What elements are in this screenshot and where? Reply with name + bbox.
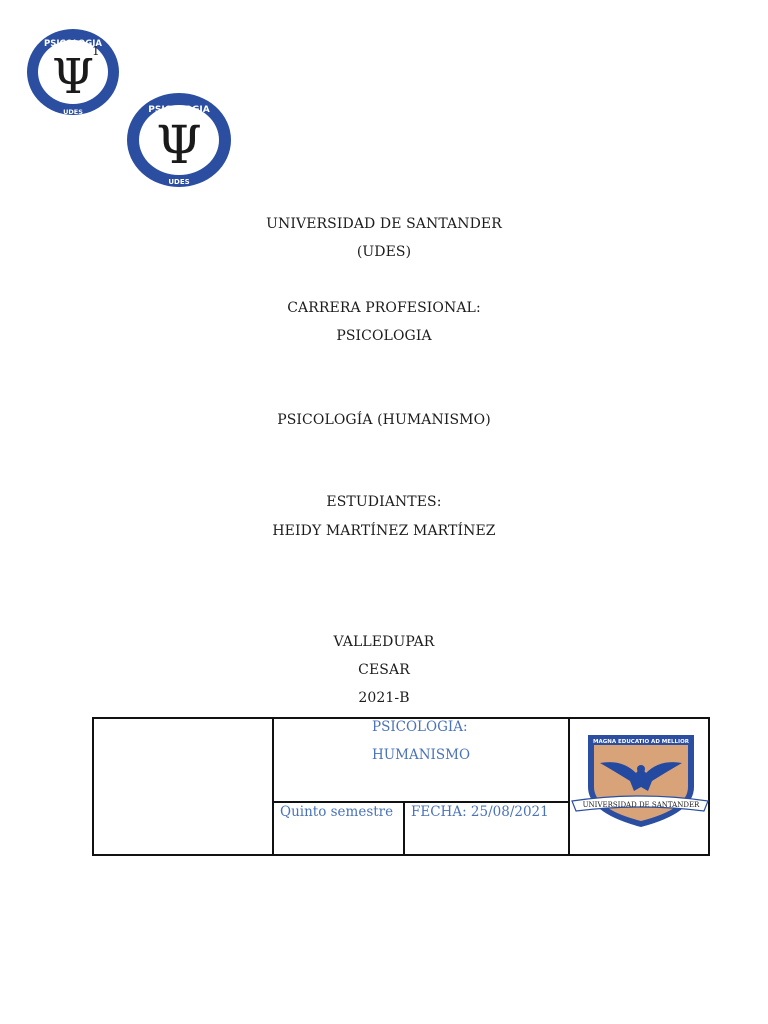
psi-symbol-icon: Ψ <box>156 116 202 176</box>
university-abbreviation: (UDES) <box>356 244 412 260</box>
students-label: ESTUDIANTES: <box>326 494 442 510</box>
university-name: UNIVERSIDAD DE SANTANDER <box>266 216 502 232</box>
psychology-logo: PSICOLOGIA UDES Ψ <box>24 26 122 118</box>
student-name: HEIDY MARTÍNEZ MARTÍNEZ <box>272 523 496 539</box>
department: CESAR <box>358 662 410 678</box>
psychology-logo-secondary: PSICOLOGIA UDES Ψ <box>126 92 232 188</box>
crest-motto: MAGNA EDUCATIO AD MELLIOR <box>593 739 690 745</box>
semester-cell: Quinto semestre <box>280 804 394 820</box>
logo-top-text: PSICOLOGIA <box>148 105 209 115</box>
logo-bottom-text: UDES <box>63 108 83 116</box>
academic-period: 2021-B <box>358 690 410 706</box>
crest-banner-text: UNIVERSIDAD DE SANTANDER <box>583 801 700 809</box>
info-table: PSICOLOGIA: HUMANISMO Quinto semestre FE… <box>92 717 710 856</box>
date-cell: FECHA: 25/08/2021 <box>411 804 549 820</box>
career-name: PSICOLOGIA <box>336 328 432 344</box>
udes-crest-logo: MAGNA EDUCATIO AD MELLIOR UNIVERSIDAD DE… <box>570 729 710 833</box>
logo-bottom-text: UDES <box>168 178 189 186</box>
eagle-icon <box>600 762 682 791</box>
footnote-marker: 1 <box>92 44 100 58</box>
psi-symbol-icon: Ψ <box>52 49 94 105</box>
city: VALLEDUPAR <box>333 634 435 650</box>
logo-top-text: PSICOLOGIA <box>44 39 102 49</box>
table-topic: HUMANISMO <box>372 747 471 763</box>
career-label: CARRERA PROFESIONAL: <box>287 300 481 316</box>
subject-title: PSICOLOGÍA (HUMANISMO) <box>277 412 491 428</box>
table-title: PSICOLOGIA: <box>372 719 468 735</box>
